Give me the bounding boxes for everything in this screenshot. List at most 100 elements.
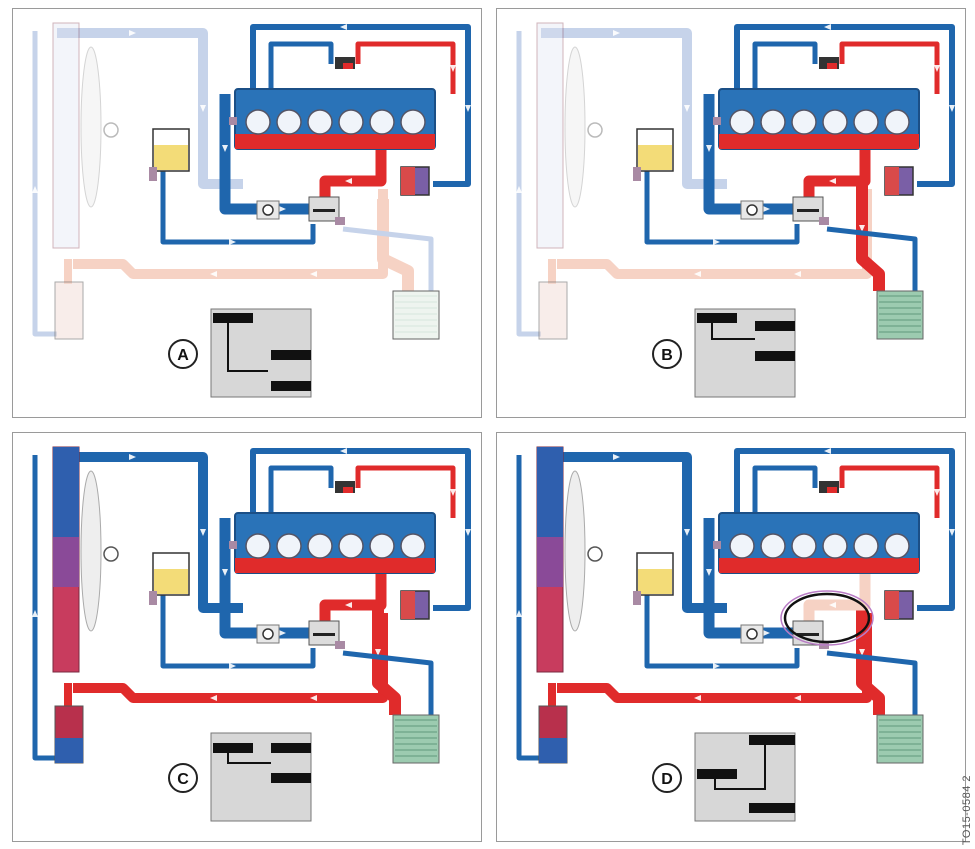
flow-arrow [345, 178, 352, 184]
engine-outer-loop [734, 24, 955, 187]
panel-label-circle [652, 763, 682, 793]
flow-arrow [706, 145, 712, 152]
radiator-side-return-pipe [32, 31, 57, 337]
panel-label: B [661, 347, 673, 364]
flow-arrow [934, 489, 940, 496]
pump-impeller-icon [746, 628, 758, 640]
cylinder-1 [729, 109, 755, 135]
heat-exchanger-hot-side [885, 167, 899, 195]
thermostat-bypass-pipe [319, 573, 387, 621]
flow-arrow [210, 695, 217, 701]
cooler-supply-pipe [377, 199, 414, 291]
cooler-return-pipe [826, 226, 918, 291]
radiator-mid-section [53, 537, 79, 587]
panel-label-circle [168, 339, 198, 369]
flow-arrow [829, 178, 836, 184]
cylinder-6 [400, 533, 426, 559]
cylinder-1 [245, 533, 271, 559]
radiator-core [52, 22, 80, 249]
engine-hot-loop [839, 465, 940, 518]
engine-outer-loop [250, 24, 471, 187]
expansion-tank-coolant [154, 145, 188, 170]
fan-shroud [80, 46, 102, 208]
flow-arrow [279, 630, 286, 636]
cylinder-4 [338, 109, 364, 135]
thermostat-sensor [335, 217, 345, 225]
flow-arrow [824, 24, 831, 30]
cylinder-3 [307, 533, 333, 559]
flow-arrow [613, 30, 620, 36]
oil-cooler [392, 290, 440, 340]
pipes [32, 24, 471, 337]
pump-impeller-icon [262, 628, 274, 640]
flow-arrow [450, 489, 456, 496]
cylinder-2 [276, 533, 302, 559]
cylinder-5 [369, 109, 395, 135]
panel-c: C [12, 432, 482, 842]
cylinder-6 [400, 109, 426, 135]
circuit-d: D [516, 446, 955, 822]
flow-arrow [32, 610, 38, 617]
cooler-supply-pipe [856, 603, 885, 715]
radiator-core [536, 22, 564, 249]
flow-arrow [824, 448, 831, 454]
engine-hot-gallery [235, 558, 435, 573]
flow-arrow [694, 271, 701, 277]
fan-motor-icon [103, 546, 119, 562]
flow-arrow [713, 663, 720, 669]
thermostat-valve [797, 633, 819, 636]
flow-arrow [934, 65, 940, 72]
stage-bar-top [697, 313, 737, 323]
flow-arrow [465, 105, 471, 112]
flow-arrow [340, 448, 347, 454]
engine-hot-loop [839, 41, 940, 94]
thermostat-valve [797, 209, 819, 212]
radiator-side-return-pipe [516, 31, 541, 337]
expansion-valve-hot-side [343, 63, 353, 69]
highlight-ellipse [783, 592, 871, 644]
flow-arrow [763, 630, 770, 636]
flow-arrow [229, 239, 236, 245]
engine-upper-loop [268, 465, 334, 513]
oil-cooler [392, 714, 440, 764]
stage-bar-mid [697, 769, 737, 779]
pump-impeller-icon [746, 204, 758, 216]
radiator-side-return-pipe [516, 455, 541, 761]
cylinder-3 [791, 109, 817, 135]
panel-b: B [496, 8, 966, 418]
thermostat-sensor [819, 217, 829, 225]
flow-arrow [794, 271, 801, 277]
cylinder-3 [307, 109, 333, 135]
stage-bar-bottom [271, 381, 311, 391]
engine-sensor [713, 541, 721, 549]
stage-bar-bottom [755, 351, 795, 361]
stage-link [227, 323, 268, 372]
engine-hot-gallery [719, 134, 919, 149]
fan-motor-icon [103, 122, 119, 138]
panel-label: C [177, 771, 189, 788]
lower-reservoir [54, 281, 84, 340]
stage-bar-top [213, 313, 253, 323]
stage-bar-mid [271, 350, 311, 360]
flow-arrow [949, 105, 955, 112]
radiator [52, 446, 80, 673]
cooler-supply-pipe [372, 603, 401, 715]
cylinder-6 [884, 109, 910, 135]
thermostat-bypass-pipe [803, 573, 871, 621]
flow-arrow [613, 454, 620, 460]
thermostat-sensor [335, 641, 345, 649]
engine-outer-loop [734, 448, 955, 611]
cooler-supply-pipe [856, 179, 885, 291]
panel-label: A [177, 347, 189, 364]
expansion-tank-line [644, 169, 800, 245]
radiator [52, 22, 80, 249]
fan-shroud [80, 470, 102, 632]
engine-outer-loop [250, 448, 471, 611]
expansion-tank-line [160, 169, 316, 245]
oil-cooler [876, 290, 924, 340]
expansion-tank-sensor [149, 167, 157, 181]
cylinder-2 [760, 533, 786, 559]
flow-arrow [229, 663, 236, 669]
flow-arrow [310, 695, 317, 701]
stage-link [714, 745, 766, 790]
